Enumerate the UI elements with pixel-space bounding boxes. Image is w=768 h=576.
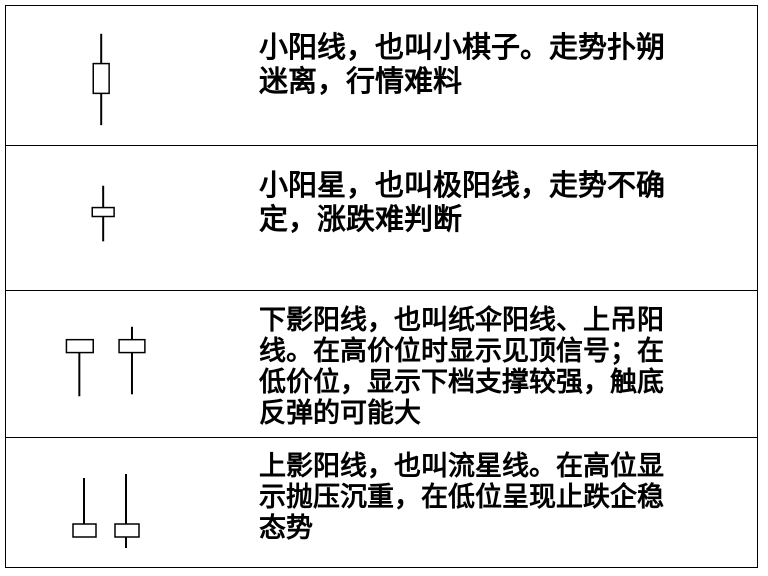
candlestick-table: 小阳线，也叫小棋子。走势扑朔 迷离，行情难料 小阳星，也叫极阳线，走势不确 定，… bbox=[5, 5, 758, 568]
doji-star-icon bbox=[6, 146, 251, 290]
table-row: 下影阳线，也叫纸伞阳线、上吊阳 线。在高价位时显示见顶信号；在 低价位，显示下档… bbox=[6, 291, 757, 438]
table-row: 上影阳线，也叫流星线。在高位显 示抛压沉重，在低位呈现止跌企稳 态势 bbox=[6, 438, 757, 567]
table-row: 小阳星，也叫极阳线，走势不确 定，涨跌难判断 bbox=[6, 146, 757, 291]
lower-shadow-candle-icon bbox=[6, 291, 251, 437]
small-bullish-candle-icon bbox=[6, 6, 251, 145]
row-description: 下影阳线，也叫纸伞阳线、上吊阳 线。在高价位时显示见顶信号；在 低价位，显示下档… bbox=[259, 305, 664, 429]
row-description: 上影阳线，也叫流星线。在高位显 示抛压沉重，在低位呈现止跌企稳 态势 bbox=[259, 451, 664, 544]
table-row: 小阳线，也叫小棋子。走势扑朔 迷离，行情难料 bbox=[6, 6, 757, 146]
row-description: 小阳线，也叫小棋子。走势扑朔 迷离，行情难料 bbox=[259, 30, 666, 98]
upper-shadow-candle-icon bbox=[6, 438, 251, 567]
row-description: 小阳星，也叫极阳线，走势不确 定，涨跌难判断 bbox=[259, 168, 666, 236]
